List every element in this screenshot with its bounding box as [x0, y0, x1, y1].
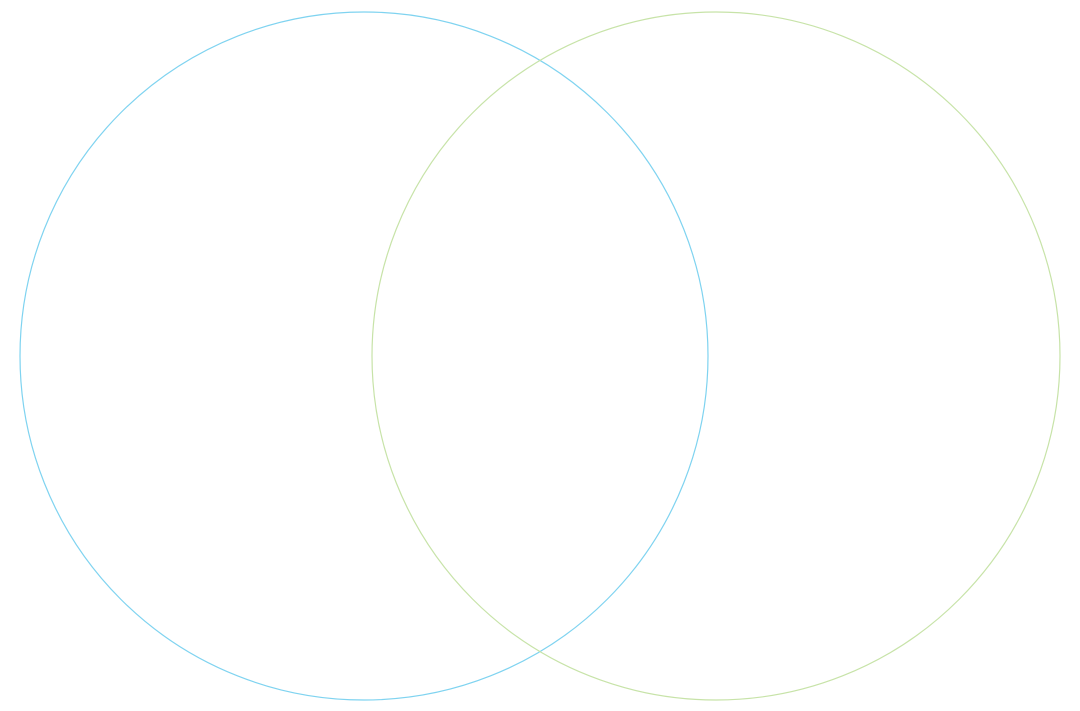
- left-circle: [19, 11, 709, 701]
- right-circle: [371, 11, 1061, 701]
